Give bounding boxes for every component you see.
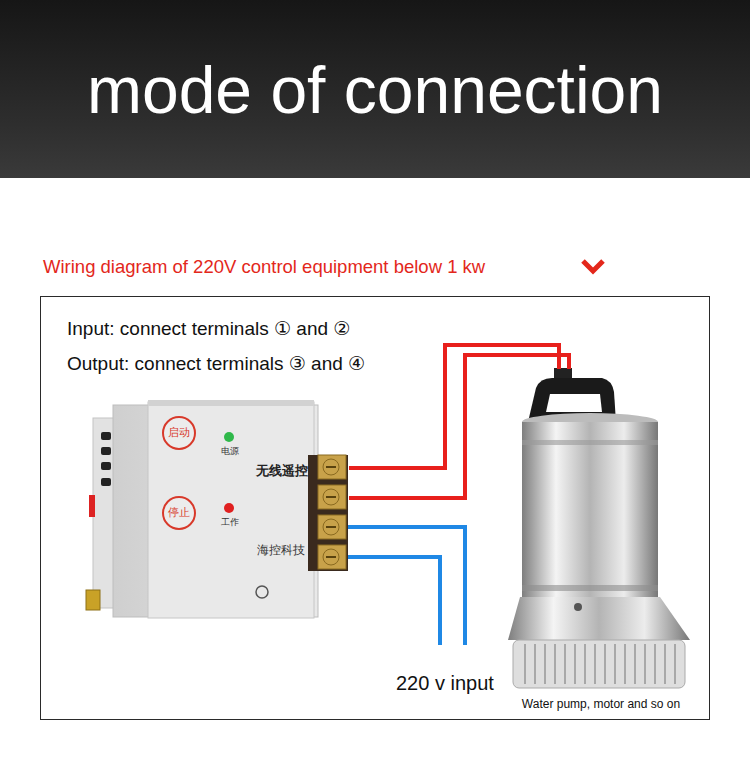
section-heading: Wiring diagram of 220V control equipment… (43, 256, 485, 278)
brand-name: 海控科技 (257, 543, 305, 557)
button-label: 启动 (168, 427, 190, 439)
button-label: 停止 (168, 507, 190, 519)
stop-button: 停止 (162, 496, 196, 530)
page-title: mode of connection (0, 50, 750, 130)
instruction-text: Input: connect terminals ① and ② (67, 318, 350, 340)
pump-caption: Water pump, motor and so on (501, 697, 701, 711)
device-name: 无线遥控 (256, 463, 308, 478)
controller-drawing (86, 400, 348, 618)
chevron-icon (583, 261, 603, 271)
supply-wire (348, 527, 465, 645)
supply-label: 220 v input (396, 671, 494, 695)
pump-drawing (508, 368, 690, 688)
diagram-frame: Input: connect terminals ① and ② Output: … (40, 296, 710, 720)
led-label: 工作 (221, 517, 239, 527)
load-wire (349, 345, 559, 468)
controller-box: 无线遥控海控科技 启动停止 (94, 401, 349, 623)
instruction-text: Output: connect terminals ③ and ④ (67, 353, 365, 375)
pump-unit: Water pump, motor and so on (501, 369, 701, 714)
load-wire (349, 355, 569, 498)
led-label: 电源 (221, 446, 239, 456)
start-button: 启动 (162, 416, 196, 450)
